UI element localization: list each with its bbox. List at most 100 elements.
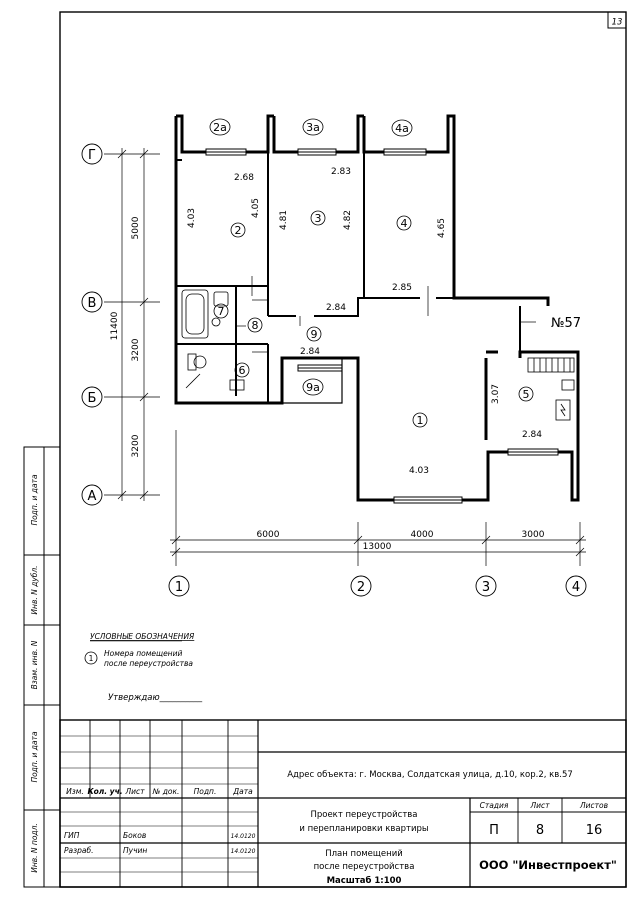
dim-room9-width: 2.84 [300, 347, 320, 357]
side-label-sign-date-1: Подп. и дата [30, 474, 39, 525]
svg-text:3: 3 [482, 580, 490, 595]
vdim-1: 5000 [131, 216, 141, 239]
svg-text:5: 5 [523, 388, 530, 401]
sheet-number: 13 [612, 18, 623, 28]
svg-text:Подп.: Подп. [194, 787, 217, 796]
room-marker-9: 9 [306, 326, 322, 342]
svg-text:1: 1 [417, 414, 424, 427]
stage-value: П [489, 823, 499, 838]
legend-title: УСЛОВНЫЕ ОБОЗНАЧЕНИЯ [90, 632, 194, 641]
dim-room4-right: 4.65 [437, 218, 447, 238]
axis-3: 3 [475, 575, 497, 597]
sheet-line3: Масштаб 1:100 [327, 875, 402, 886]
lists-label: Листов [579, 801, 608, 810]
list-label: Лист [529, 801, 550, 810]
svg-text:6: 6 [239, 364, 246, 377]
dim-room3-left: 4.81 [279, 210, 289, 230]
windows [205, 148, 559, 504]
name-gip: Боков [123, 831, 146, 840]
legend-line1: Номера помещений [104, 649, 182, 658]
title-block-people: ГИП Боков 14.0120 Разраб. Пучин 14.0120 [64, 831, 256, 855]
project-line1: Проект переустройства [310, 810, 417, 820]
svg-text:7: 7 [218, 305, 225, 318]
axis-V: В [81, 291, 103, 313]
role-dev: Разраб. [64, 846, 93, 855]
dimension-lines [104, 148, 586, 566]
sheet-line2: после переустройства [314, 862, 415, 872]
approval-line: Утверждаю__________ [108, 693, 203, 703]
stage-label: Стадия [480, 801, 509, 810]
svg-text:В: В [88, 296, 97, 311]
axis-G: Г [81, 143, 103, 165]
hdim-3: 3000 [522, 530, 545, 540]
axis-4: 4 [565, 575, 587, 597]
svg-text:Дата: Дата [232, 787, 253, 796]
vdim-total: 11400 [110, 311, 120, 340]
title-block-headers: Изм. Кол. уч. Лист № док. Подп. Дата [66, 787, 253, 796]
axis-2: 2 [350, 575, 372, 597]
room-marker-3: 3 [310, 210, 326, 226]
dim-room5-width: 2.84 [522, 430, 542, 440]
axis-1: 1 [168, 575, 190, 597]
company-name: ООО "Инвестпроект" [479, 858, 617, 872]
svg-text:Кол. уч.: Кол. уч. [87, 787, 122, 796]
svg-text:№ док.: № док. [152, 787, 180, 796]
svg-text:9а: 9а [306, 381, 320, 394]
walls-interior [176, 152, 521, 403]
dim-room3-bottom: 2.84 [326, 303, 346, 313]
legend: УСЛОВНЫЕ ОБОЗНАЧЕНИЯ 1 Номера помещений … [84, 632, 194, 668]
room-marker-7: 7 [213, 303, 229, 319]
door-marks [236, 276, 536, 353]
axis-B: Б [81, 386, 103, 408]
dim-room4-width: 2.85 [392, 283, 412, 293]
side-strip [23, 446, 61, 888]
object-address: Адрес объекта: г. Москва, Солдатская ули… [287, 770, 573, 780]
date-dev: 14.0120 [231, 848, 256, 855]
room-marker-4a: 4а [391, 119, 413, 137]
role-gip: ГИП [64, 831, 80, 840]
svg-text:А: А [88, 489, 97, 504]
lists-value: 16 [586, 823, 603, 838]
room-marker-2: 2 [230, 222, 246, 238]
room-marker-9a: 9а [302, 378, 324, 396]
svg-text:1: 1 [175, 580, 183, 595]
dim-room3-right: 4.82 [343, 210, 353, 230]
axis-A: А [81, 484, 103, 506]
sheet-line1: План помещений [325, 849, 403, 859]
floor-plan: 1 2 3 4 5 6 7 8 9 2а 3а 4а 9а №57 2.68 4… [81, 114, 587, 597]
room-marker-2a: 2а [209, 118, 231, 136]
svg-text:8: 8 [252, 319, 259, 332]
svg-text:Лист: Лист [124, 787, 145, 796]
vdim-3: 3200 [131, 434, 141, 457]
dim-room1-width: 4.03 [409, 466, 429, 476]
svg-text:3: 3 [315, 212, 322, 225]
chain-dimensions: 5000 3200 3200 11400 6000 4000 3000 1300… [110, 216, 545, 552]
vdim-2: 3200 [131, 338, 141, 361]
svg-text:4: 4 [572, 580, 580, 595]
project-line2: и перепланировки квартиры [299, 824, 428, 834]
name-dev: Пучин [123, 846, 147, 855]
legend-line2: после переустройства [104, 659, 193, 668]
dim-room5-height: 3.07 [491, 384, 501, 404]
svg-text:2а: 2а [213, 121, 227, 134]
svg-text:9: 9 [311, 328, 318, 341]
dim-room2-width: 2.68 [234, 173, 254, 183]
fixtures [181, 289, 575, 421]
svg-text:2: 2 [357, 580, 365, 595]
svg-text:Б: Б [88, 391, 97, 406]
room-marker-6: 6 [234, 362, 250, 378]
axis-markers: Г В Б А 1 2 3 4 [81, 143, 587, 597]
list-value: 8 [536, 823, 544, 838]
svg-text:4а: 4а [395, 122, 409, 135]
title-block-grid [59, 719, 627, 888]
side-label-orig-inv: Инв. N подл. [30, 823, 39, 873]
hdim-2: 4000 [411, 530, 434, 540]
svg-text:3а: 3а [306, 121, 320, 134]
room-marker-1: 1 [412, 412, 428, 428]
side-label-sign-date-2: Подп. и дата [30, 731, 39, 782]
room-marker-4: 4 [396, 215, 412, 231]
room-marker-3a: 3а [302, 118, 324, 136]
side-label-replace-inv: Взам. инв. N [30, 640, 39, 689]
